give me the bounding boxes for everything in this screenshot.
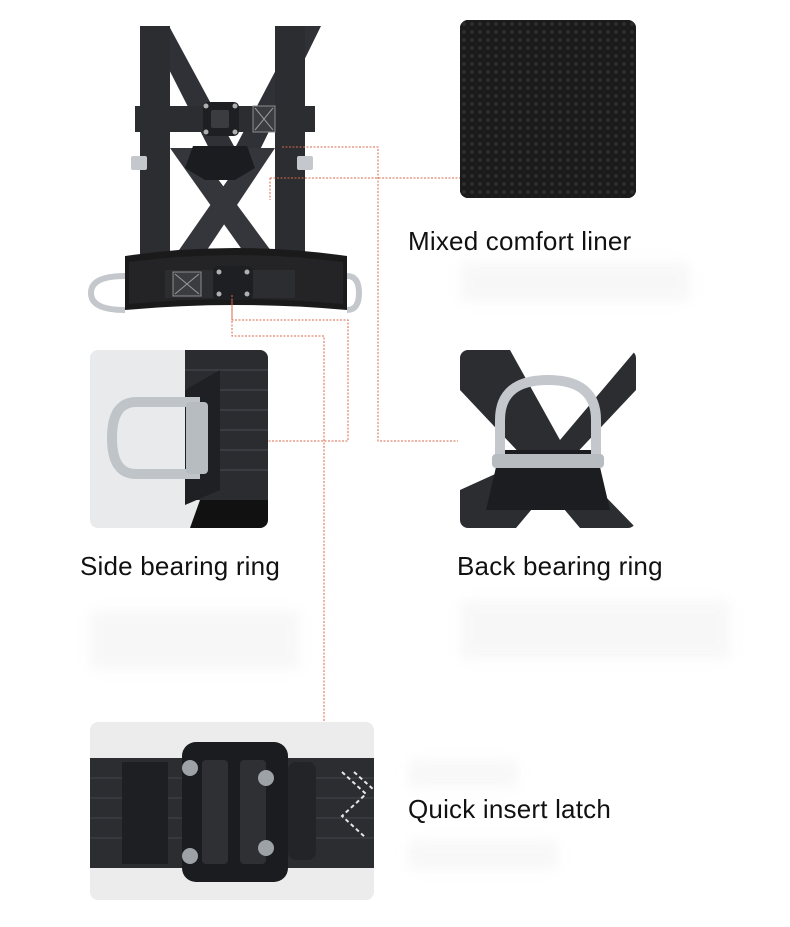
mesh-fabric-icon xyxy=(460,20,636,198)
d-ring-icon xyxy=(460,350,636,528)
latch-image xyxy=(90,722,374,900)
back-ring-label: Back bearing ring xyxy=(457,551,663,581)
comfort-liner-label: Mixed comfort liner xyxy=(408,226,632,256)
comfort-liner-image xyxy=(460,20,636,198)
faded-text-block xyxy=(408,760,518,788)
side-ring-label: Side bearing ring xyxy=(80,551,280,581)
faded-text-block xyxy=(460,600,730,660)
buckle-icon xyxy=(90,742,374,882)
d-ring-icon xyxy=(106,350,268,528)
back-ring-image xyxy=(460,350,636,528)
faded-text-block xyxy=(408,840,558,870)
harness-product-image xyxy=(85,18,365,328)
faded-text-block xyxy=(90,610,300,670)
latch-label: Quick insert latch xyxy=(408,794,612,824)
faded-text-block xyxy=(460,262,690,302)
side-ring-image xyxy=(90,350,268,528)
